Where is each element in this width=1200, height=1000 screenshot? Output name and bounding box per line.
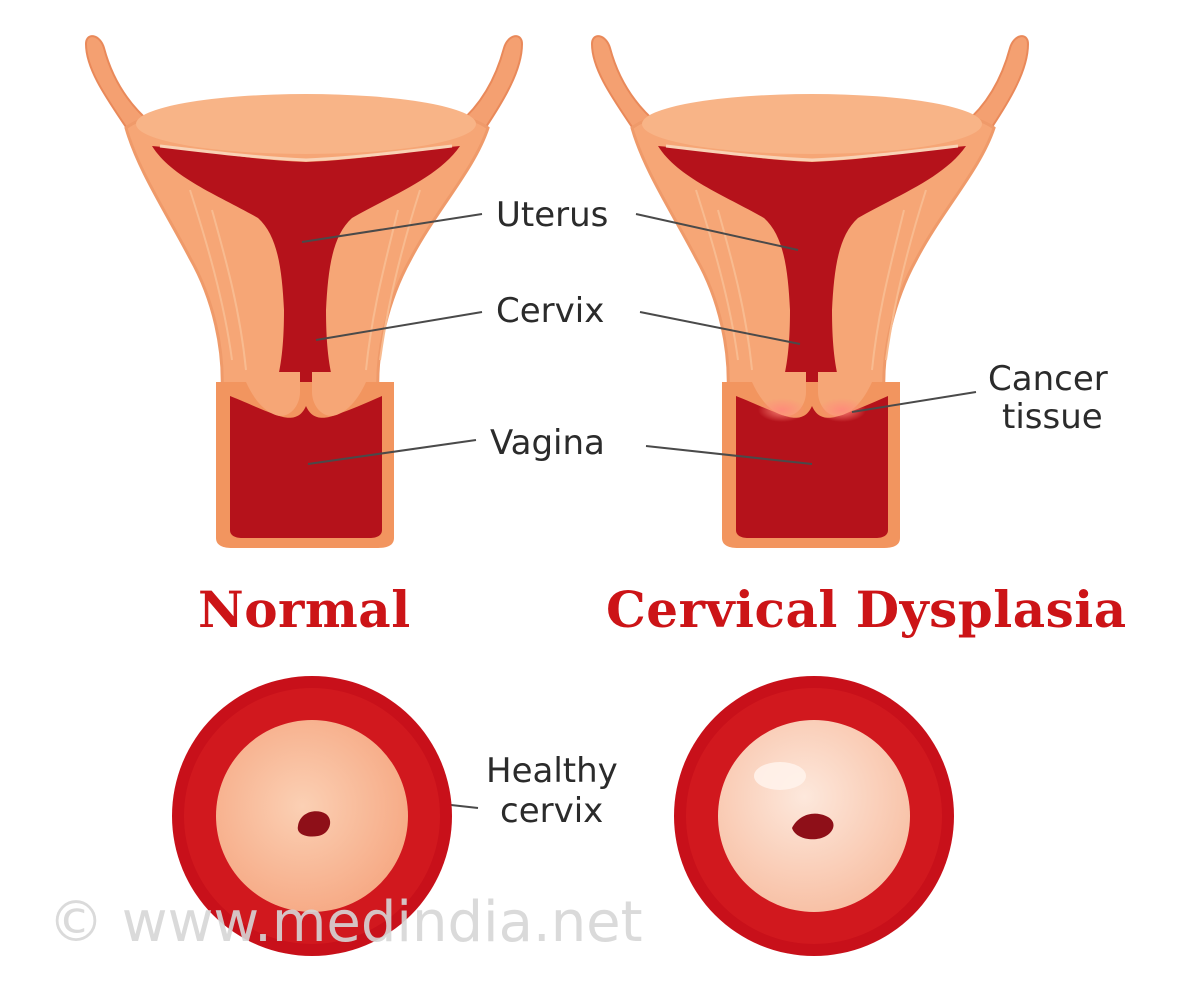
cavity-lining bbox=[159, 144, 453, 162]
uterus-leader-right bbox=[635, 213, 799, 251]
label-cancer-line1: Cancer bbox=[988, 359, 1108, 399]
uterus-dysplasia bbox=[590, 35, 1030, 548]
uterine-cavity bbox=[152, 146, 460, 400]
cervical-os bbox=[792, 813, 834, 840]
left-fallopian-tube bbox=[84, 35, 155, 132]
vaginal-canal bbox=[230, 396, 382, 538]
uterus-dome bbox=[642, 94, 982, 154]
cancer-tissue-spot-right bbox=[818, 398, 866, 422]
uterus-dome bbox=[136, 94, 476, 154]
uterus-leader-left bbox=[301, 213, 483, 243]
left-fallopian-tube bbox=[590, 35, 661, 132]
cancer-tissue-spot-left bbox=[758, 398, 806, 422]
cavity-lining bbox=[665, 144, 959, 162]
cervix-lip-right bbox=[312, 372, 366, 416]
right-fallopian-tube bbox=[455, 35, 524, 132]
label-vagina: Vagina bbox=[490, 423, 605, 463]
right-fallopian-tube bbox=[961, 35, 1030, 132]
label-healthy-line2: cervix bbox=[500, 791, 604, 831]
cancer-tissue-leader bbox=[851, 391, 977, 413]
cervix-leader-right bbox=[639, 311, 801, 345]
title-cervical-dysplasia: Cervical Dysplasia bbox=[606, 580, 1127, 639]
cervix-lip-left bbox=[246, 372, 300, 416]
label-uterus: Uterus bbox=[496, 195, 609, 235]
vagina-leader-right bbox=[645, 445, 813, 465]
uterus-normal bbox=[84, 35, 524, 548]
cervix-view-dysplasia bbox=[674, 676, 954, 956]
vagina-leader-left bbox=[307, 439, 477, 465]
cervical-os bbox=[297, 811, 331, 837]
cervix-leader-left bbox=[315, 311, 483, 341]
vaginal-canal bbox=[736, 396, 888, 538]
label-cancer-line2: tissue bbox=[1002, 397, 1103, 437]
uterine-cavity bbox=[658, 146, 966, 400]
watermark: © www.medindia.net bbox=[48, 890, 643, 955]
label-cervix: Cervix bbox=[496, 291, 605, 331]
title-normal: Normal bbox=[198, 580, 411, 639]
label-healthy-line1: Healthy bbox=[486, 751, 618, 791]
cervix-view-normal bbox=[172, 676, 452, 956]
